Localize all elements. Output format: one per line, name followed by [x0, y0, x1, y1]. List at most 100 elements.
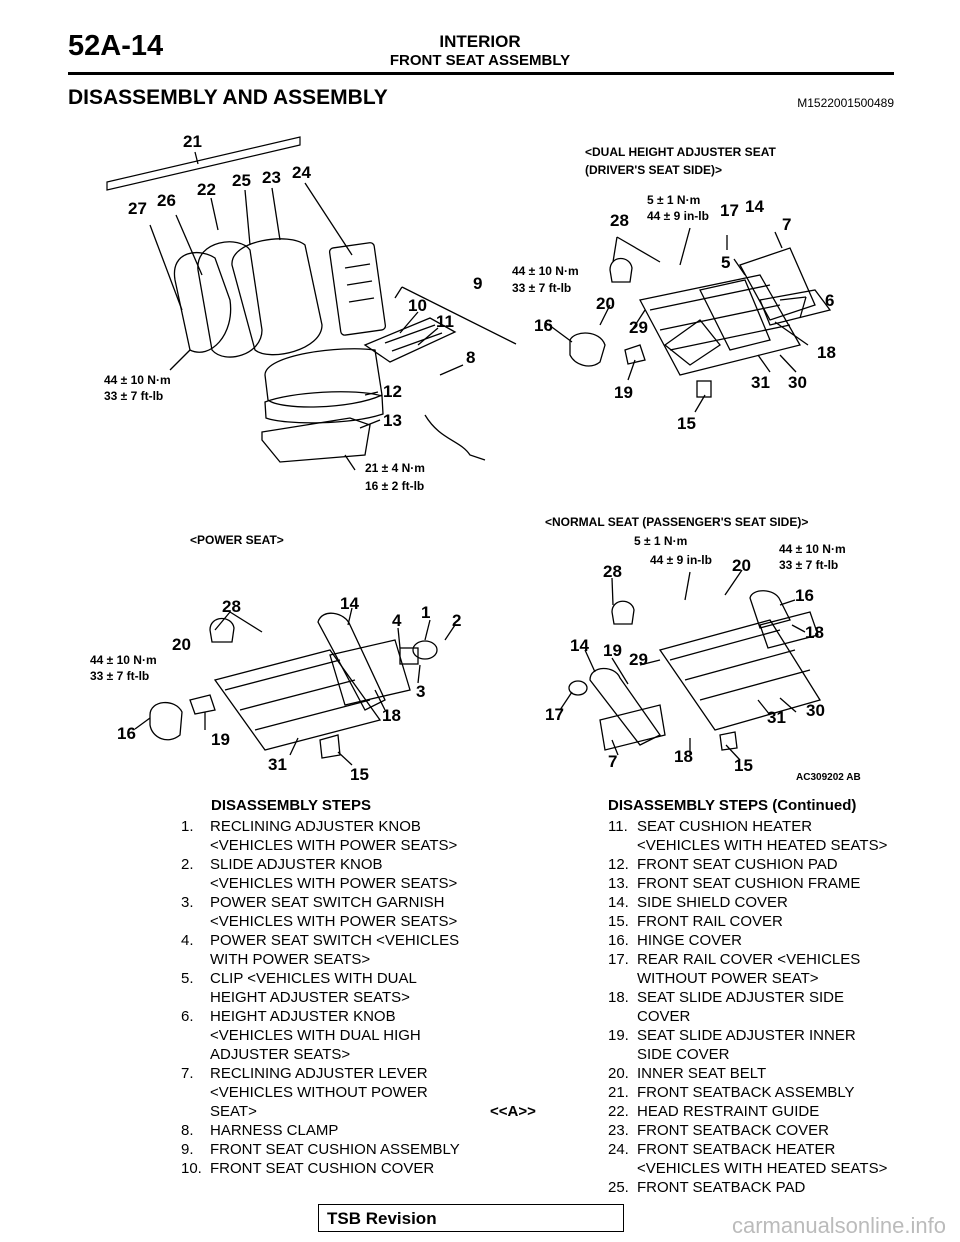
step-number: 22. [608, 1103, 629, 1120]
step-text: FRONT RAIL COVER [637, 913, 783, 930]
torque-label: 5 ± 1 N·m [634, 534, 687, 548]
document-id: M1522001500489 [797, 96, 894, 110]
step-text: WITH POWER SEATS> [210, 951, 371, 968]
step-number: 4. [181, 932, 194, 949]
callout-1: 1 [421, 603, 430, 622]
torque-label: 33 ± 7 ft-lb [779, 558, 838, 572]
step-text: RECLINING ADJUSTER LEVER [210, 1065, 428, 1082]
step-text: <VEHICLES WITHOUT POWER [210, 1084, 428, 1101]
step-number: 13. [608, 875, 629, 892]
step-number: 12. [608, 856, 629, 873]
callout-18-c: 18 [805, 623, 824, 642]
callout-15-a: 15 [677, 414, 696, 433]
step-text: SEAT CUSHION HEATER [637, 818, 813, 835]
step-text: REAR RAIL COVER <VEHICLES [637, 951, 861, 968]
callout-15-c: 15 [734, 756, 753, 775]
callout-14-a: 14 [745, 197, 764, 216]
step-number: 5. [181, 970, 194, 987]
torque-label: 21 ± 4 N·m [365, 461, 425, 475]
step-number: 24. [608, 1141, 629, 1158]
step-number: 10. [181, 1160, 202, 1177]
callout-29-c: 29 [629, 650, 648, 669]
step-text: HEIGHT ADJUSTER SEATS> [210, 989, 410, 1006]
callout-14-b: 14 [340, 594, 359, 613]
step-text: FRONT SEATBACK ASSEMBLY [637, 1084, 855, 1101]
tsb-revision-box: TSB Revision [318, 1204, 624, 1232]
callout-7-a: 7 [782, 215, 791, 234]
callout-31-c: 31 [767, 708, 786, 727]
callout-2: 2 [452, 611, 461, 630]
callout-20-c: 20 [732, 556, 751, 575]
torque-label: 44 ± 10 N·m [90, 653, 157, 667]
torque-label: 33 ± 7 ft-lb [104, 389, 163, 403]
callout-9: 9 [473, 274, 482, 293]
torque-label: 44 ± 10 N·m [512, 264, 579, 278]
step-text: SEAT SLIDE ADJUSTER INNER [637, 1027, 856, 1044]
callout-7-c: 7 [608, 752, 617, 771]
callout-14-c: 14 [570, 636, 589, 655]
step-text: SEAT SLIDE ADJUSTER SIDE [637, 989, 845, 1006]
callout-28-b: 28 [222, 597, 241, 616]
callout-11: 11 [436, 312, 454, 331]
step-text: ADJUSTER SEATS> [210, 1046, 351, 1063]
step-text: SEAT> [210, 1103, 257, 1120]
seatback-frame-shape [173, 251, 232, 353]
step-text: HEIGHT ADJUSTER KNOB [210, 1008, 396, 1025]
torque-label: 44 ± 10 N·m [104, 373, 171, 387]
exploded-seat-diagram: 21 27 26 22 25 23 24 9 10 11 8 12 13 28 … [90, 132, 861, 784]
step-number: 15. [608, 913, 629, 930]
step-text: SIDE SHIELD COVER [637, 894, 788, 911]
step-text: WITHOUT POWER SEAT> [637, 970, 819, 987]
steps-title-left: DISASSEMBLY STEPS [211, 797, 372, 814]
step-number: 21. [608, 1084, 629, 1101]
section-title: INTERIOR [439, 32, 521, 51]
callout-29-a: 29 [629, 318, 648, 337]
callout-18-a: 18 [817, 343, 836, 362]
step-text: FRONT SEAT CUSHION FRAME [637, 875, 861, 892]
callout-20-a: 20 [596, 294, 615, 313]
step-text: <VEHICLES WITH HEATED SEATS> [637, 837, 888, 854]
step-number: 11. [608, 818, 628, 835]
callout-30-c: 30 [806, 701, 825, 720]
callout-10: 10 [408, 296, 427, 315]
torque-label: 44 ± 9 in-lb [650, 553, 712, 567]
step-number: 3. [181, 894, 194, 911]
callout-17-c: 17 [545, 705, 564, 724]
callout-31-b: 31 [268, 755, 287, 774]
torque-label: 5 ± 1 N·m [647, 193, 700, 207]
step-text: <VEHICLES WITH POWER SEATS> [210, 913, 458, 930]
callout-18-b: 18 [382, 706, 401, 725]
caption-power-seat: <POWER SEAT> [190, 533, 284, 547]
callout-4: 4 [392, 611, 402, 630]
callout-30-a: 30 [788, 373, 807, 392]
torque-label: 44 ± 10 N·m [779, 542, 846, 556]
step-text: FRONT SEATBACK COVER [637, 1122, 829, 1139]
callout-23: 23 [262, 168, 281, 187]
callout-19-a: 19 [614, 383, 633, 402]
callout-13: 13 [383, 411, 402, 430]
step-text: HINGE COVER [637, 932, 743, 949]
step-text: POWER SEAT SWITCH GARNISH [210, 894, 445, 911]
step-text: HEAD RESTRAINT GUIDE [637, 1103, 820, 1120]
callout-16-c: 16 [795, 586, 814, 605]
callout-17-a: 17 [720, 201, 739, 220]
torque-label: 16 ± 2 ft-lb [365, 479, 424, 493]
step-text: FRONT SEATBACK PAD [637, 1179, 806, 1196]
step-text: FRONT SEAT CUSHION COVER [210, 1160, 435, 1177]
step-number: 6. [181, 1008, 194, 1025]
step-text: FRONT SEATBACK HEATER [637, 1141, 836, 1158]
callout-28-a: 28 [610, 211, 629, 230]
step-text: INNER SEAT BELT [637, 1065, 767, 1082]
step-text: CLIP <VEHICLES WITH DUAL [210, 970, 417, 987]
callout-21: 21 [183, 132, 202, 151]
callout-15-b: 15 [350, 765, 369, 784]
torque-label: 44 ± 9 in-lb [647, 209, 709, 223]
step-number: 14. [608, 894, 629, 911]
step-text: <VEHICLES WITH POWER SEATS> [210, 875, 458, 892]
callout-12: 12 [383, 382, 402, 401]
callout-22: 22 [197, 180, 216, 199]
step-number: 25. [608, 1179, 629, 1196]
step-text: HARNESS CLAMP [210, 1122, 339, 1139]
callout-24: 24 [292, 163, 311, 182]
subsection-title: FRONT SEAT ASSEMBLY [389, 52, 571, 69]
